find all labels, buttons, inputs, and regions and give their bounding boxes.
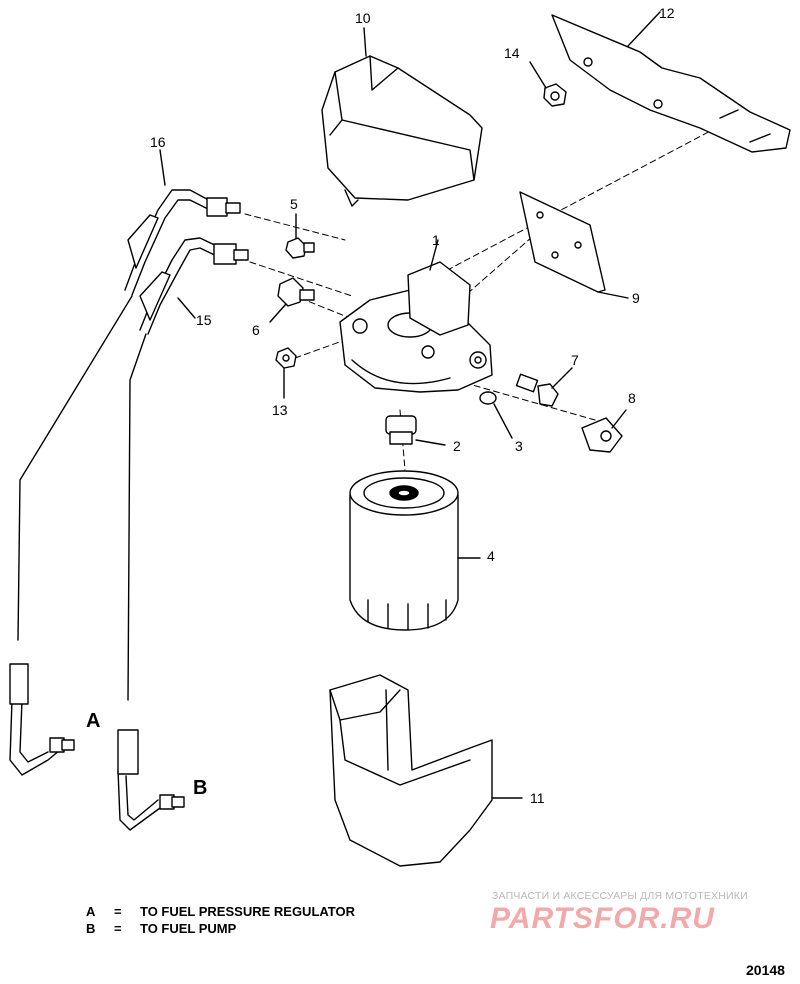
callout-15: 15	[196, 312, 212, 328]
legend-separator: =	[114, 904, 122, 919]
mounting-plate	[519, 191, 629, 299]
callout-11: 11	[530, 790, 545, 806]
callout-10: 10	[355, 10, 371, 26]
fitting-part-7	[515, 367, 573, 407]
legend-text: TO FUEL PRESSURE REGULATOR	[140, 904, 356, 919]
callout-9: 9	[632, 290, 640, 306]
watermark-logo: PARTSFOR.RU	[490, 902, 715, 935]
connection-label-b: B	[193, 777, 208, 799]
callout-4: 4	[487, 548, 495, 564]
callout-5: 5	[290, 196, 298, 212]
fitting-part-6	[269, 277, 315, 323]
plug-part-3	[479, 391, 513, 439]
fuel-line-15	[117, 237, 249, 831]
callout-2: 2	[453, 438, 461, 454]
callout-7: 7	[571, 352, 579, 368]
drain-plug-part-2	[385, 415, 446, 446]
callout-6: 6	[252, 322, 260, 338]
legend-separator: =	[114, 921, 122, 936]
filter-head	[339, 239, 493, 393]
callout-16: 16	[150, 134, 166, 150]
connection-label-a: A	[86, 710, 101, 732]
watermark-caption: ЗАПЧАСТИ И АКСЕССУАРЫ ДЛЯ МОТОТЕХНИКИ	[492, 890, 748, 902]
figure-number: 20148	[746, 962, 785, 978]
callout-3: 3	[515, 438, 523, 454]
filter-cover-top	[321, 27, 483, 207]
legend-key: B	[86, 921, 96, 936]
filter-cover-bottom	[329, 674, 523, 867]
legend-text: TO FUEL PUMP	[140, 921, 237, 936]
callout-1: 1	[432, 232, 440, 248]
callout-13: 13	[272, 402, 288, 418]
nut-part-14	[529, 61, 567, 107]
callout-14: 14	[504, 45, 520, 61]
nut-part-13	[275, 347, 297, 399]
legend-key: A	[86, 904, 96, 919]
callout-12: 12	[659, 5, 675, 21]
mounting-bracket	[551, 11, 791, 153]
fitting-part-5	[285, 213, 315, 259]
fuel-filter-element	[349, 470, 481, 631]
assembly-guide-lines	[244, 117, 736, 471]
callout-8: 8	[628, 390, 636, 406]
banjo-part-8	[581, 409, 627, 453]
fuel-line-16	[9, 149, 241, 776]
